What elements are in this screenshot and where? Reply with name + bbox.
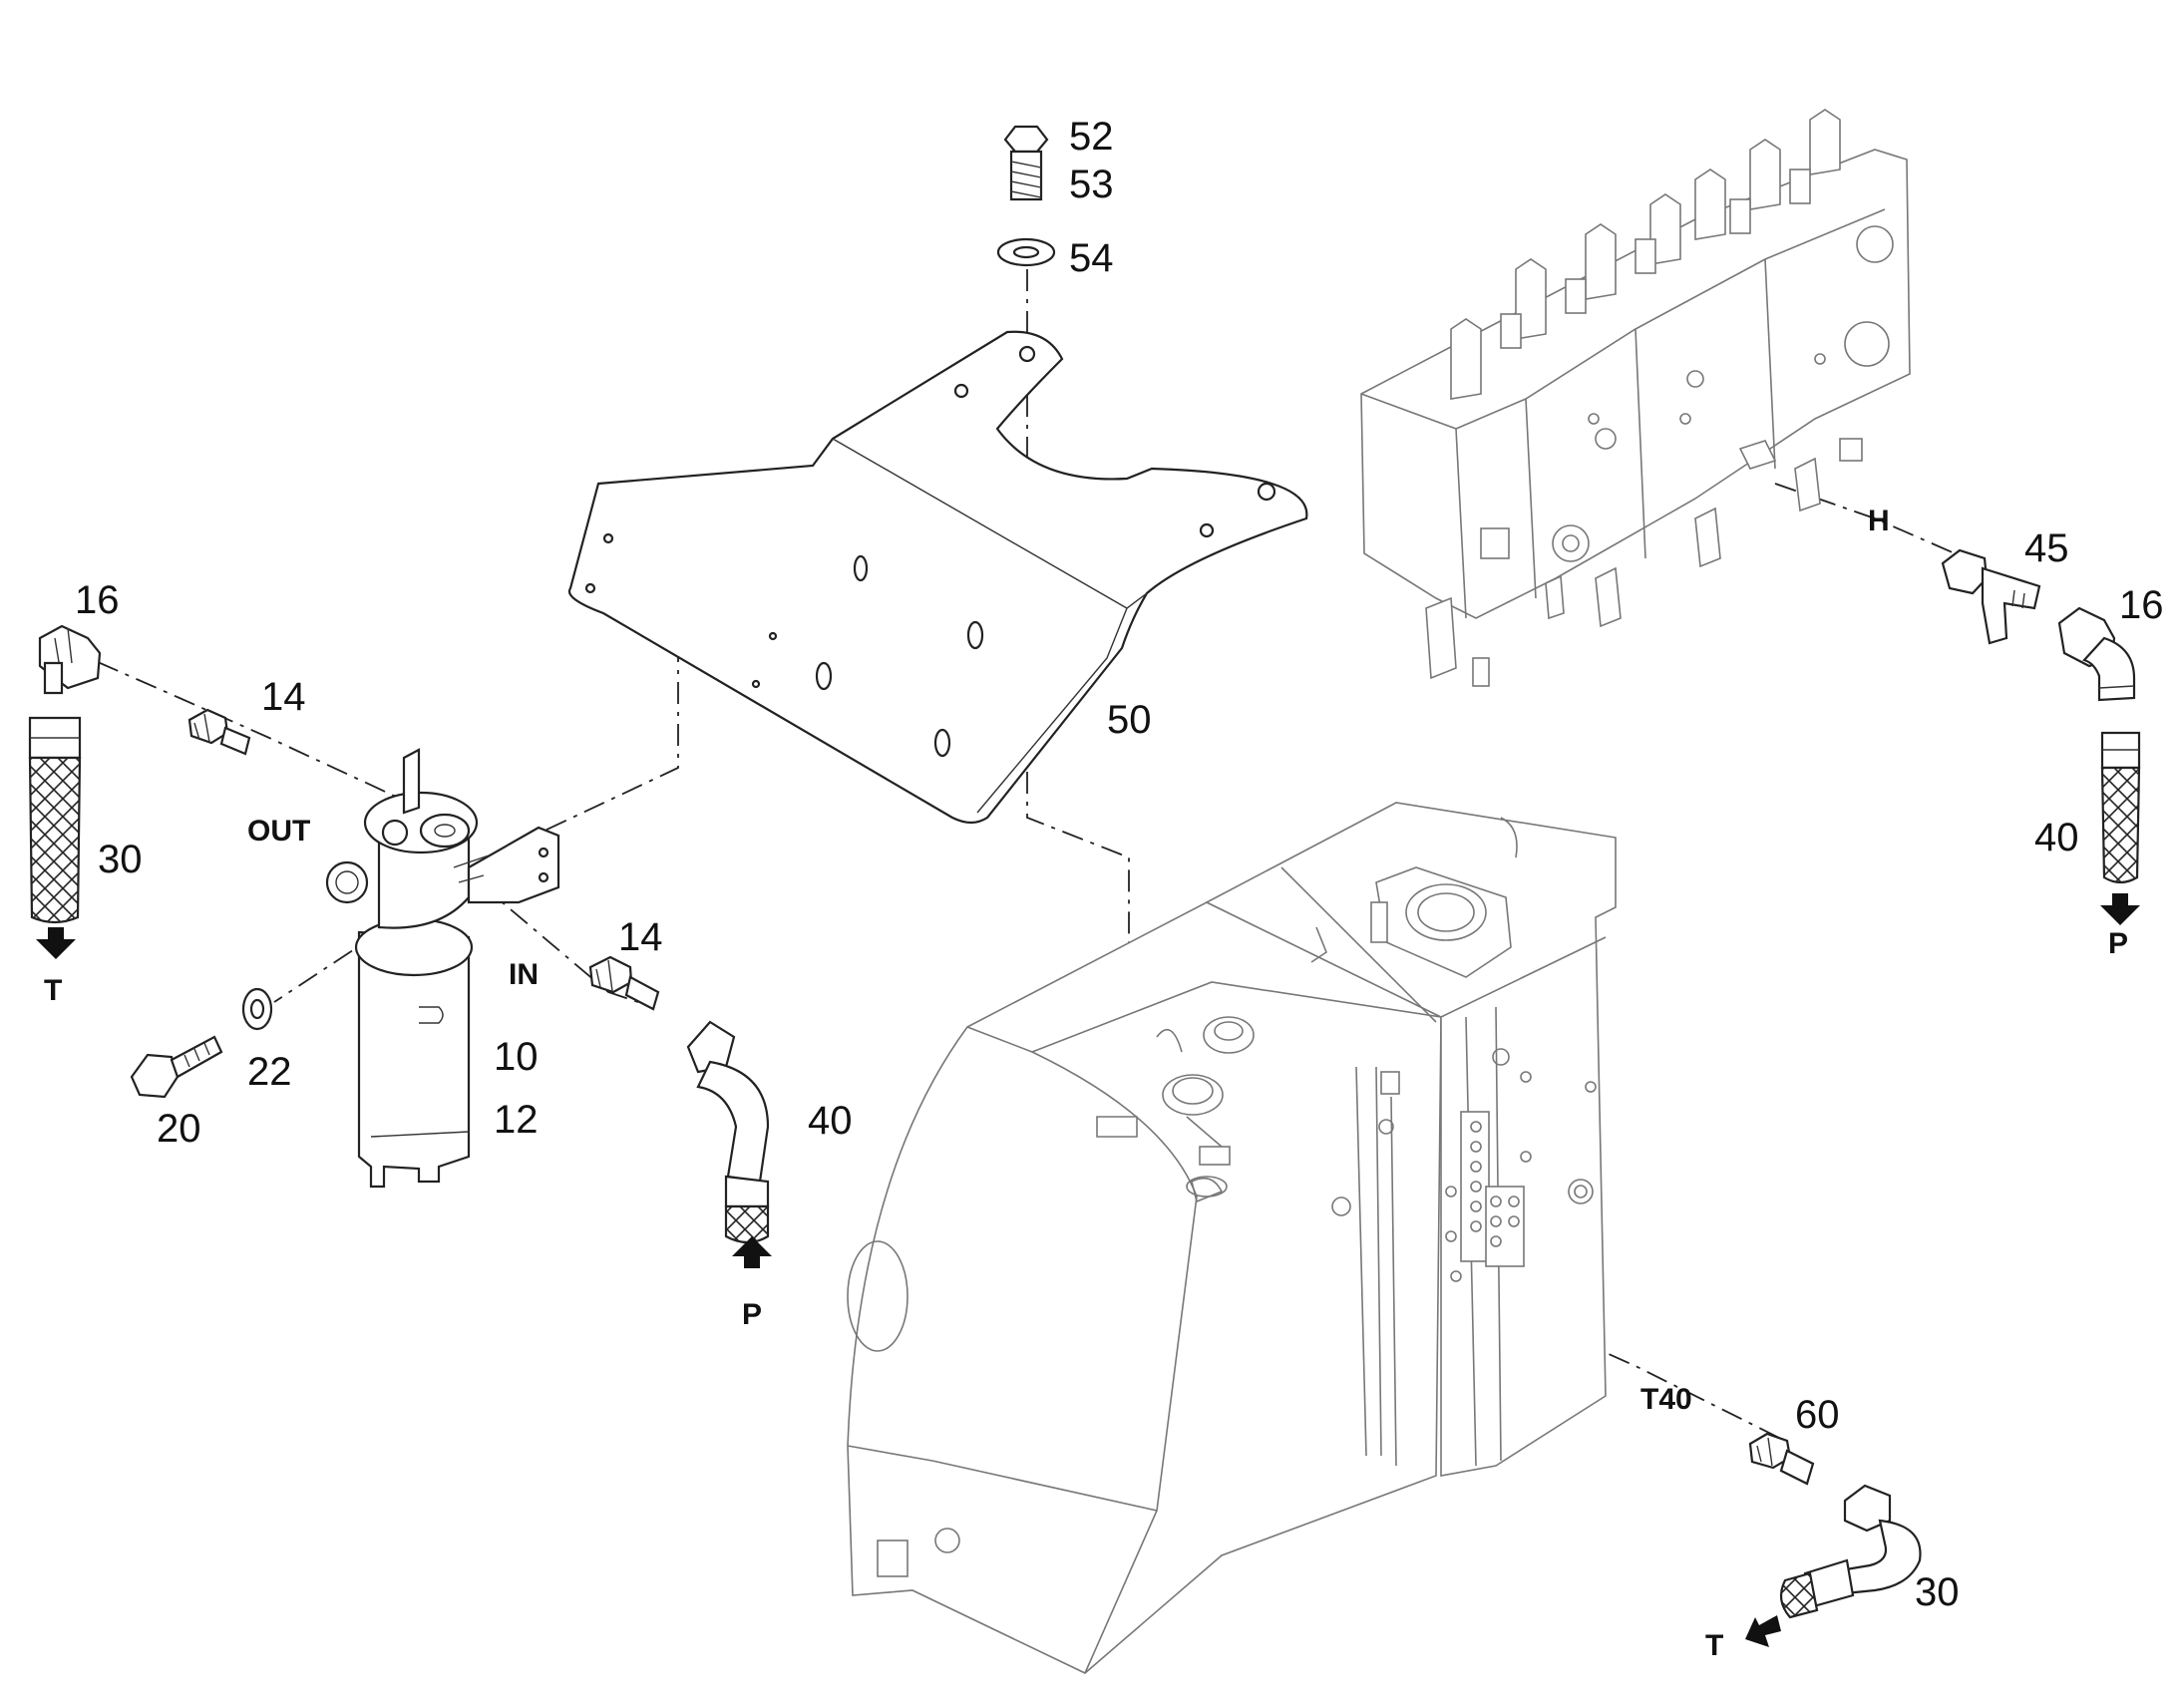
washer-22	[241, 987, 273, 1031]
elbow-fitting-16-left	[38, 624, 102, 695]
tag-p-center: P	[742, 1298, 762, 1331]
control-valve-block	[1360, 109, 1911, 687]
assembly-lines	[97, 269, 1956, 1442]
tag-t-bottom: T	[1705, 1629, 1723, 1662]
hose-40-center	[686, 1020, 770, 1244]
label-22: 22	[247, 1050, 292, 1094]
tag-t40: T40	[1640, 1383, 1692, 1416]
label-50: 50	[1107, 698, 1152, 742]
tag-h: H	[1868, 505, 1890, 537]
hose-30-left	[28, 716, 82, 924]
hose-30-bottom	[1779, 1484, 1922, 1619]
label-12: 12	[494, 1098, 539, 1142]
label-16-left: 16	[75, 578, 120, 622]
filter-assembly-10-12	[325, 748, 560, 1189]
adapter-14-top	[187, 708, 251, 756]
label-40-center: 40	[808, 1099, 853, 1143]
tag-out: OUT	[247, 815, 310, 848]
label-14-bottom: 14	[618, 915, 663, 959]
tag-t-left: T	[44, 974, 62, 1007]
adapter-60	[1748, 1432, 1815, 1486]
tag-p-right: P	[2108, 927, 2128, 960]
bolt-20	[130, 1035, 223, 1099]
label-14-top: 14	[261, 675, 306, 719]
label-60: 60	[1795, 1393, 1840, 1437]
label-30-bottom: 30	[1915, 1570, 1960, 1614]
label-16-right: 16	[2119, 583, 2164, 627]
arrow-up-p-center	[732, 1236, 772, 1268]
label-20: 20	[157, 1107, 201, 1151]
arrow-down-t-left	[36, 927, 76, 959]
mounting-plate-50	[567, 330, 1308, 825]
hydraulic-tank	[847, 802, 1617, 1674]
label-10: 10	[494, 1035, 539, 1079]
label-30-left: 30	[98, 838, 143, 881]
label-45: 45	[2024, 526, 2069, 570]
hose-40-right	[2100, 731, 2141, 884]
label-54: 54	[1069, 236, 1114, 280]
arrow-left-t-bottom	[1745, 1615, 1781, 1647]
label-53: 53	[1069, 163, 1114, 206]
part-labels: 52 53 54 50 45 16 16 14 14 30 30 40 40 1…	[75, 115, 2164, 1614]
tag-in: IN	[509, 958, 539, 991]
label-52: 52	[1069, 115, 1114, 159]
tee-fitting-45	[1941, 548, 2041, 645]
washer-54	[996, 237, 1056, 267]
port-tags: OUT IN H T40 T T P P	[44, 505, 2128, 1662]
flow-arrows	[36, 893, 2140, 1647]
elbow-fitting-16-right	[2057, 606, 2136, 702]
adapter-14-bottom	[588, 955, 660, 1011]
bolt-52-53	[1003, 125, 1049, 201]
label-40-right: 40	[2034, 816, 2079, 859]
arrow-down-p-right	[2100, 893, 2140, 925]
